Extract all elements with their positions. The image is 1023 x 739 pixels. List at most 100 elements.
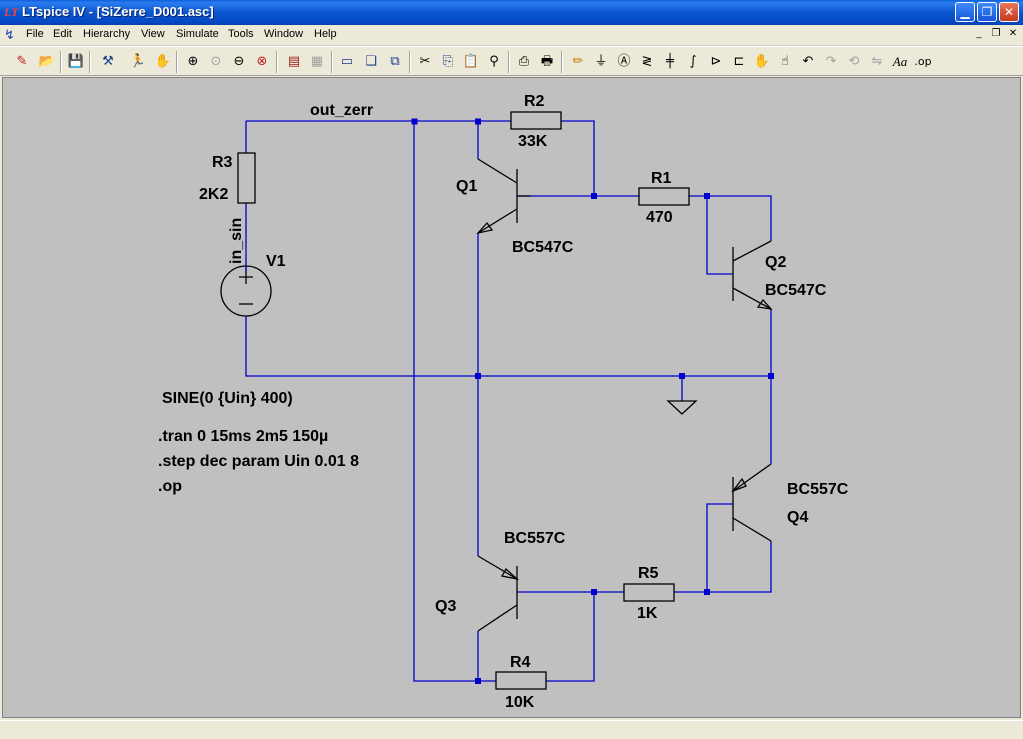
autoscale-icon[interactable]: ▤ <box>287 54 301 69</box>
halt-icon[interactable]: ✋ <box>154 54 172 69</box>
cascade-icon[interactable]: ❏ <box>365 54 377 69</box>
document-menu-icon[interactable]: ↯ <box>4 27 15 42</box>
cut-icon[interactable]: ✂ <box>419 54 431 69</box>
component-icon[interactable]: ⊏ <box>733 54 745 69</box>
new-schematic-icon[interactable]: ✎ <box>16 54 28 69</box>
run-icon[interactable]: 🏃 <box>129 54 147 69</box>
source-v1-symbol[interactable] <box>220 265 272 319</box>
toolbar-separator <box>409 51 411 73</box>
move-icon[interactable]: ✋ <box>753 54 771 69</box>
inductor-icon[interactable]: ∫ <box>689 54 697 69</box>
q1-name: Q1 <box>456 178 477 195</box>
r5-name: R5 <box>638 565 659 582</box>
resistor-icon[interactable]: ≷ <box>641 54 653 69</box>
menu-view[interactable]: View <box>141 28 165 40</box>
zoom-in-icon[interactable]: ⊕ <box>187 54 199 69</box>
mdi-minimize-icon[interactable]: _ <box>976 28 982 39</box>
open-icon[interactable]: 📂 <box>38 54 56 69</box>
text-icon[interactable]: Aa <box>892 54 908 69</box>
maximize-icon[interactable]: ❐ <box>977 2 997 22</box>
zoom-fit-icon[interactable]: ⊗ <box>256 54 268 69</box>
toolbar-separator <box>508 51 510 73</box>
toolbar-separator <box>176 51 178 73</box>
transistor-q4-symbol <box>731 463 772 542</box>
v1-value: SINE(0 {Uin} 400) <box>162 390 293 407</box>
window-title: LTspice IV - [SiZerre_D001.asc] <box>22 4 214 19</box>
resistor-r1-body <box>638 187 690 206</box>
schematic-drawing[interactable]: out_zerr in_sin R3 2K2 R2 33K R1 470 R5 … <box>3 78 1020 717</box>
q3-value: BC557C <box>504 530 566 547</box>
print-icon[interactable]: 🖶 <box>540 54 554 69</box>
waveform-icon[interactable]: ▦ <box>310 54 324 69</box>
v1-name: V1 <box>266 253 286 270</box>
toolbar-separator <box>60 51 62 73</box>
menu-window[interactable]: Window <box>264 28 304 40</box>
menu-file[interactable]: File <box>26 28 44 40</box>
menu-hierarchy[interactable]: Hierarchy <box>83 28 131 40</box>
r2-name: R2 <box>524 93 545 110</box>
close-icon[interactable]: ✕ <box>999 2 1019 22</box>
r4-value: 10K <box>505 694 535 711</box>
undo-icon[interactable]: ↶ <box>802 54 814 69</box>
mdi-restore-icon[interactable]: ❐ <box>991 28 1001 39</box>
menu-bar: ↯ File Edit Hierarchy View Simulate Tool… <box>0 25 1023 46</box>
resistor-r2-body <box>510 111 562 130</box>
resistor-bodies[interactable] <box>237 111 690 690</box>
save-icon[interactable]: 💾 <box>67 54 85 69</box>
r1-name: R1 <box>651 170 672 187</box>
tile-vertical-icon[interactable]: ▭ <box>340 54 354 69</box>
schematic-canvas[interactable]: out_zerr in_sin R3 2K2 R2 33K R1 470 R5 … <box>2 77 1021 718</box>
title-bar: LT LTspice IV - [SiZerre_D001.asc] ▁ ❐ ✕ <box>0 0 1023 25</box>
redo-icon[interactable]: ↷ <box>825 54 837 69</box>
net-label-in: in_sin <box>228 218 245 264</box>
paste-icon[interactable]: 📋 <box>462 54 480 69</box>
diode-icon[interactable]: ⊳ <box>710 54 722 69</box>
control-panel-icon[interactable]: ⚒ <box>102 54 114 69</box>
zoom-pan-icon[interactable]: ⊙ <box>210 54 222 69</box>
directive-tran: .tran 0 15ms 2m5 150µ <box>158 428 328 445</box>
tile-icon[interactable]: ⧉ <box>390 54 400 69</box>
minimize-icon[interactable]: ▁ <box>955 2 975 22</box>
menu-help[interactable]: Help <box>314 28 337 40</box>
find-icon[interactable]: ⚲ <box>489 54 499 69</box>
menu-tools[interactable]: Tools <box>228 28 254 40</box>
q2-value: BC547C <box>765 282 827 299</box>
mirror-icon[interactable]: ⇋ <box>871 54 883 69</box>
q1-value: BC547C <box>512 239 574 256</box>
label-icon[interactable]: Ⓐ <box>617 54 631 69</box>
r4-name: R4 <box>510 654 531 671</box>
ltspice-icon[interactable]: LT <box>4 5 19 19</box>
toolbar-separator <box>331 51 333 73</box>
toolbar-separator <box>561 51 563 73</box>
net-label-out: out_zerr <box>310 102 373 119</box>
drag-icon[interactable]: ☝ <box>781 54 789 69</box>
resistor-r4-body <box>495 671 547 690</box>
capacitor-icon[interactable]: ╪ <box>666 54 674 69</box>
r3-name: R3 <box>212 154 233 171</box>
zoom-out-icon[interactable]: ⊖ <box>233 54 245 69</box>
rotate-icon[interactable]: ⟲ <box>848 54 860 69</box>
q4-name: Q4 <box>787 509 808 526</box>
ground-icon[interactable]: ⏚ <box>594 54 608 69</box>
ground-symbol[interactable] <box>666 400 698 415</box>
wires[interactable] <box>245 120 772 682</box>
resistor-r5-body <box>623 583 675 602</box>
r5-value: 1K <box>637 605 658 622</box>
transistor-q2-symbol <box>732 240 773 310</box>
transistors[interactable] <box>476 158 773 632</box>
spice-directive-icon[interactable]: .op <box>914 55 932 68</box>
menu-simulate[interactable]: Simulate <box>176 28 219 40</box>
menu-edit[interactable]: Edit <box>53 28 72 40</box>
status-bar <box>0 720 1023 739</box>
wire-icon[interactable]: ✏ <box>572 54 584 69</box>
r1-value: 470 <box>646 209 673 226</box>
q3-name: Q3 <box>435 598 456 615</box>
toolbar-separator <box>276 51 278 73</box>
junction-dots <box>411 118 774 684</box>
print-preview-icon[interactable]: ⎙ <box>518 54 530 69</box>
transistor-q1-symbol <box>476 158 531 235</box>
copy-icon[interactable]: ⎘ <box>442 54 454 69</box>
q2-name: Q2 <box>765 254 786 271</box>
mdi-close-icon[interactable]: ✕ <box>1008 28 1018 39</box>
transistor-q3-symbol <box>477 555 520 632</box>
